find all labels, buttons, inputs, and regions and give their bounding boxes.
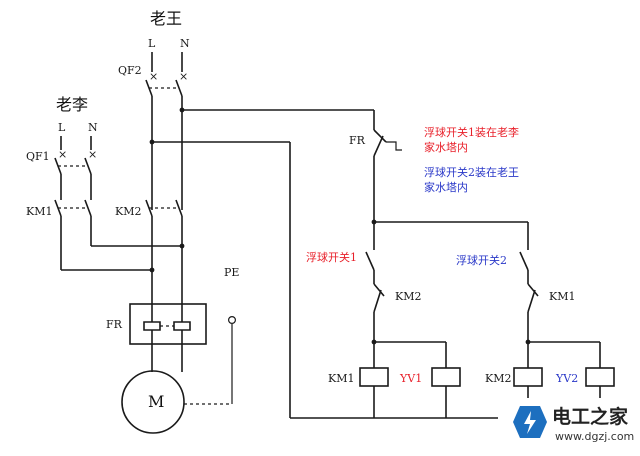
watermark: 电工之家 www.dgzj.com: [498, 398, 640, 451]
lao-li-label: 老李: [56, 95, 88, 114]
km1-main-contacts: [54, 199, 185, 273]
float-switch-1: [365, 251, 375, 284]
km1-label: KM1: [26, 205, 52, 218]
float-switch-1-label: 浮球开关1: [306, 250, 357, 264]
svg-text:×: ×: [179, 70, 188, 83]
km2-label: KM2: [115, 205, 141, 218]
km1-interlock-contact: [525, 283, 601, 368]
km2-coil-label: KM2: [485, 372, 511, 385]
float-switch-2-label: 浮球开关2: [456, 253, 507, 267]
control-feed: [149, 107, 500, 419]
yv1-label: YV1: [399, 372, 422, 385]
svg-text:×: ×: [88, 148, 97, 161]
km2-main-contacts: [145, 199, 183, 316]
svg-text:×: ×: [58, 148, 67, 161]
fr-nc-contact: [373, 129, 402, 222]
logo-icon: [513, 406, 547, 438]
lao-li-N-label: N: [88, 121, 98, 134]
note-2-line-1: 浮球开关2装在老王: [424, 165, 519, 179]
pe-label: PE: [224, 266, 239, 279]
fr-power-label: FR: [106, 318, 123, 331]
km2-interlock-contact: [371, 283, 447, 368]
fr-control-label: FR: [349, 134, 366, 147]
motor-label: M: [148, 392, 164, 411]
km1-nc-label: KM1: [549, 290, 575, 303]
motor: M: [121, 370, 185, 434]
watermark-title: 电工之家: [552, 405, 629, 428]
fr-thermal-relay: [129, 303, 207, 372]
note-2-line-2: 家水塔内: [424, 180, 468, 194]
km2-nc-label: KM2: [395, 290, 421, 303]
qf1-label: QF1: [26, 150, 50, 163]
qf1-breaker: × ×: [54, 136, 97, 200]
pe-ground: [184, 316, 237, 405]
lao-li-L-label: L: [58, 121, 66, 134]
laowang-L-label: L: [148, 37, 156, 50]
laowang-N-label: N: [180, 37, 190, 50]
laowang-label: 老王: [150, 9, 182, 28]
yv2-label: YV2: [555, 372, 578, 385]
qf2-label: QF2: [118, 64, 142, 77]
qf2-breaker: × ×: [145, 52, 188, 210]
svg-text:×: ×: [149, 70, 158, 83]
watermark-url: www.dgzj.com: [555, 430, 634, 443]
note-1-line-1: 浮球开关1装在老李: [424, 125, 519, 139]
km1-coil: [359, 367, 389, 418]
km1-coil-label: KM1: [328, 372, 354, 385]
float-switch-2: [519, 251, 529, 284]
note-1-line-2: 家水塔内: [424, 140, 468, 154]
control-branch-bus: [371, 219, 529, 250]
yv1-valve: [431, 367, 461, 418]
